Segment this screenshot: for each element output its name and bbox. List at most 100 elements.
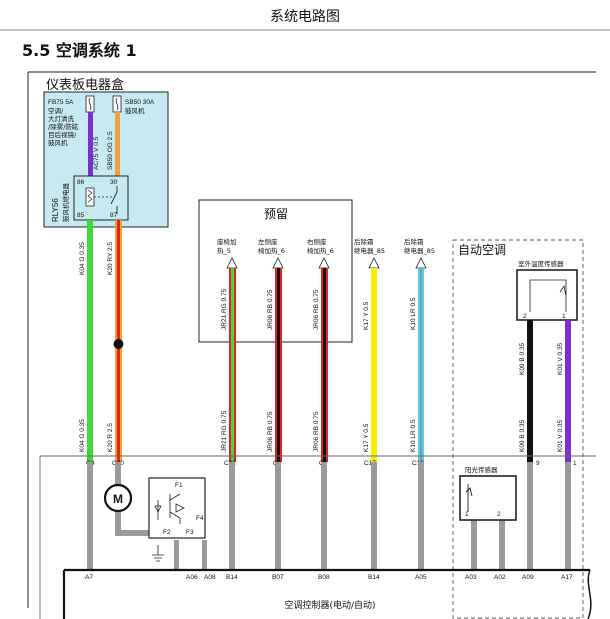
wire-label-w6: JR06 RB 0.75 xyxy=(267,289,274,330)
wire-label-w10: K09 B 0.35 xyxy=(519,342,526,375)
wire-rg-stripe xyxy=(231,268,234,462)
wire-label-w7: JR06 RB 0.75 xyxy=(313,289,320,330)
wire-label-w11: K01 V 0.35 xyxy=(557,342,564,375)
reserved-c3b: 椅加热_6 xyxy=(307,246,334,255)
pin-1: 1 xyxy=(573,460,577,467)
pin-a02: A02 xyxy=(494,574,506,581)
relay-pin30: 30 xyxy=(110,179,118,186)
pin-a08: A08 xyxy=(204,574,216,581)
connector-triangle-4 xyxy=(368,257,380,269)
fuse1-desc1: 空调/ xyxy=(48,106,64,115)
outside-temp-sensor xyxy=(516,269,578,321)
pin-a05: A05 xyxy=(415,574,427,581)
reserved-c5b: 继电器_85 xyxy=(404,246,435,255)
sun-sensor-pin1: 1 xyxy=(465,511,469,518)
fuse-box-title: 仪表板电器盒 xyxy=(46,77,124,93)
pin-b14a: B14 xyxy=(226,574,238,581)
reserved-c2a: 左侧座 xyxy=(258,237,278,246)
fuse2-code: SB50 30A xyxy=(125,99,155,106)
wire-label-w5: JR21 RG 0.75 xyxy=(221,288,228,330)
outside-sensor-label: 室外温度传感器 xyxy=(518,259,564,268)
outside-sensor-symbol xyxy=(529,279,567,312)
pin-b14b: B14 xyxy=(368,574,380,581)
controller-bus-break xyxy=(587,569,592,619)
wire-cyan xyxy=(418,268,424,462)
wire-label-w6b: JR06 RB 0.75 xyxy=(267,411,274,452)
pin-9: 9 xyxy=(536,460,540,467)
sun-sensor xyxy=(459,475,517,521)
reserved-c1b: 热_5 xyxy=(217,246,231,255)
sun-sensor-label: 阳光传感器 xyxy=(465,465,498,474)
fuse1-desc5: 鼓风机 xyxy=(48,138,68,147)
connector-triangle-1 xyxy=(226,257,238,269)
wire-label-w7b: JR06 RB 0.75 xyxy=(313,411,320,452)
wire-label-w3b: K04 G 0.35 xyxy=(79,419,86,452)
pin-a7: A7 xyxy=(85,574,93,581)
relay-switch xyxy=(110,186,118,214)
connector-triangle-2 xyxy=(272,257,284,269)
connector-triangle-5 xyxy=(415,257,427,269)
fuse2-desc: 鼓风机 xyxy=(125,106,145,115)
wire-green xyxy=(87,220,93,462)
wire-violet xyxy=(565,320,571,462)
sun-sensor-symbol xyxy=(465,484,473,512)
pin-a03: A03 xyxy=(465,574,477,581)
wire-label-w9: K10 LR 0.5 xyxy=(410,297,417,330)
auto-ac-title: 自动空调 xyxy=(458,243,506,257)
wire-purple-top xyxy=(88,112,93,176)
pin-c17: C17 xyxy=(364,460,376,467)
wire-label-w2: SB50 OG 2.5 xyxy=(107,131,114,170)
fuse1-desc2: 大灯清洗 xyxy=(48,114,75,123)
reserved-c4a: 后除霜 xyxy=(354,237,374,246)
module-f3: F3 xyxy=(186,529,194,536)
transistor-symbol xyxy=(154,493,185,524)
relay-coil xyxy=(85,187,95,207)
outside-sensor-pin2: 2 xyxy=(523,313,527,320)
pin-b07: B07 xyxy=(272,574,284,581)
wire-cyan-stripe xyxy=(420,268,422,462)
wire-label-w8b: K17 Y 0.5 xyxy=(363,423,370,452)
reserved-c5a: 后除霜 xyxy=(404,237,424,246)
wire-yellow xyxy=(371,268,377,462)
wire-label-w11b: K01 V 0.35 xyxy=(557,419,564,452)
pin-a06: A06 xyxy=(186,574,198,581)
relay-symbol xyxy=(73,175,129,221)
section-title: 5.5 空调系统 1 xyxy=(22,41,137,60)
relay-pin87: 87 xyxy=(110,212,118,219)
controller-name: 空调控制器(电动/自动) xyxy=(284,599,375,611)
module-f2: F2 xyxy=(163,529,171,536)
relay-name: 鼓风机继电器 xyxy=(61,183,70,223)
wire-label-w1: AC75 V 0.5 xyxy=(93,136,100,170)
splice-node xyxy=(113,339,124,349)
connector-triangle-3 xyxy=(318,257,330,269)
wire-label-w4: K20 RY 2.5 xyxy=(107,242,114,275)
fuse1-code: FB75 5A xyxy=(48,99,74,106)
wire-label-w3: K04 G 0.35 xyxy=(79,242,86,275)
header-title: 系统电路图 xyxy=(270,9,340,25)
reserved-c2b: 椅加热_6 xyxy=(258,246,285,255)
pin-a17: A17 xyxy=(561,574,573,581)
reserved-title: 预留 xyxy=(264,207,288,221)
fuse2-link xyxy=(115,97,119,111)
ground-symbol xyxy=(152,545,164,562)
module-f1: F1 xyxy=(175,482,183,489)
blower-motor xyxy=(103,483,133,513)
motor-label: M xyxy=(113,492,123,506)
wire-label-w5b: JR21 RG 0.75 xyxy=(221,410,228,452)
wire-label-w9b: K10 LR 0.5 xyxy=(410,419,417,452)
auto-ac-region xyxy=(452,239,584,619)
wire-label-w10b: K09 B 0.35 xyxy=(519,419,526,452)
module-f4: F4 xyxy=(196,515,204,522)
reserved-c1a: 座椅加 xyxy=(217,237,237,246)
wire-rb-1-stripe xyxy=(277,268,280,462)
fuse1-desc4: 目后视镜/ xyxy=(48,130,77,139)
reserved-c3a: 右侧座 xyxy=(307,237,327,246)
wire-label-w8: K17 Y 0.5 xyxy=(363,301,370,330)
relay-coil-wind xyxy=(87,189,93,203)
relay-pin86: 86 xyxy=(77,179,85,186)
sun-sensor-pin2: 2 xyxy=(497,511,501,518)
wire-orange-top xyxy=(115,112,120,176)
wire-black xyxy=(527,320,533,462)
wire-rb-2-stripe xyxy=(323,268,326,462)
